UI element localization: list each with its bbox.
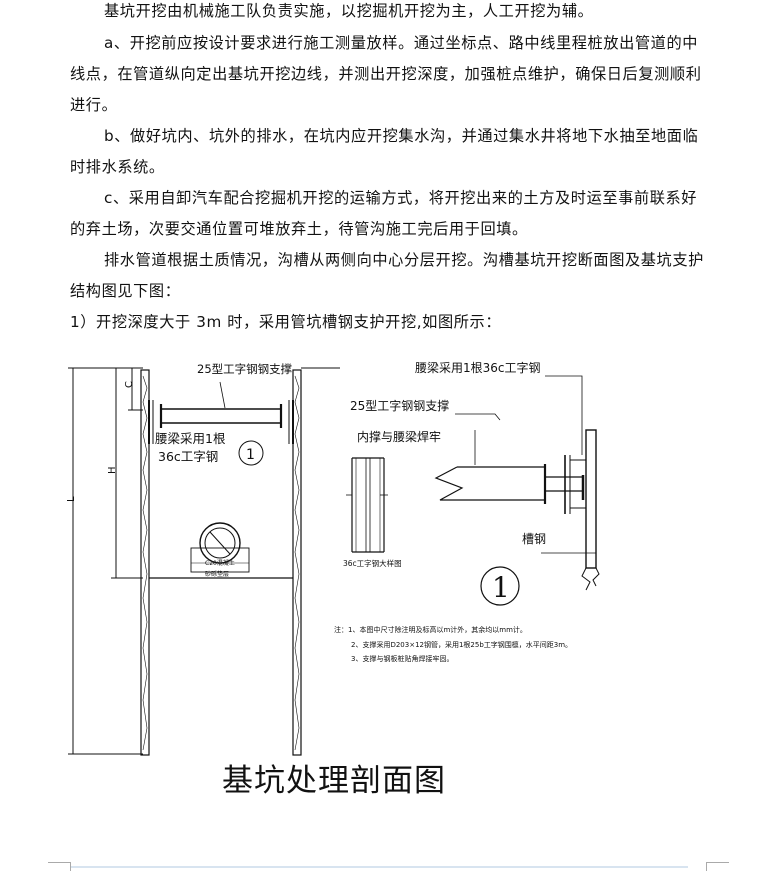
dim-c-label: C [124, 381, 135, 388]
paragraph-a: a、开挖前应按设计要求进行施工测量放样。通过坐标点、路中线里程桩放出管道的中线点… [70, 34, 702, 114]
pipe-bed-label-2: 砂砾垫层 [205, 570, 229, 578]
left-section-view [68, 367, 340, 756]
section-caption: 36c工字钢大样图 [343, 558, 402, 568]
strut-25-label: 25型工字钢钢支撑 [350, 398, 449, 413]
waler-36c-label: 腰梁采用1根36c工字钢 [415, 360, 541, 375]
strut-label: 25型工字钢钢支撑 [197, 362, 293, 376]
waler-label-line-2: 36c工字钢 [158, 449, 218, 464]
channel-steel-label: 槽钢 [522, 532, 546, 546]
note-3: 3、支撑与钢板桩贴角焊接牢固。 [351, 654, 453, 663]
drawing-notes: 注：1、本图中尺寸除注明及标高以m计外，其余均以mm计。 2、支撑采用D203×… [334, 625, 572, 663]
page-footer-rule [70, 866, 688, 868]
detail-view-labels: 腰梁采用1根36c工字钢 25型工字钢钢支撑 内撑与腰梁焊牢 槽钢 36c工字钢… [343, 360, 546, 604]
paragraph-depth-rule: 1）开挖深度大于 3m 时，采用管坑槽钢支护开挖,如图所示： [70, 313, 502, 331]
dim-l-label: L [66, 496, 77, 502]
paragraph-c: c、采用自卸汽车配合挖掘机开挖的运输方式，将开挖出来的土方及时运至事前联系好的弃… [70, 189, 698, 238]
detail-view [346, 375, 600, 606]
page-corner-left [48, 862, 71, 871]
paragraph-excavation: 排水管道根据土质情况，沟槽从两侧向中心分层开挖。沟槽基坑开挖断面图及基坑支护结构… [70, 251, 704, 300]
page-corner-right [706, 862, 729, 871]
excavation-section-drawing: 25型工字钢钢支撑 腰梁采用1根 36c工字钢 1 C H L C20混凝土 砂… [66, 360, 600, 756]
waler-label-line-1: 腰梁采用1根 [155, 431, 226, 446]
detail-mark-left: 1 [246, 447, 255, 463]
weld-label: 内撑与腰梁焊牢 [357, 429, 441, 444]
left-view-labels: 25型工字钢钢支撑 腰梁采用1根 36c工字钢 1 C H L C20混凝土 砂… [66, 362, 293, 578]
paragraph-intro: 基坑开挖由机械施工队负责实施，以挖掘机开挖为主，人工开挖为辅。 [104, 2, 594, 20]
detail-mark-right: 1 [492, 571, 510, 604]
note-1: 注：1、本图中尺寸除注明及标高以m计外，其余均以mm计。 [334, 625, 527, 634]
note-2: 2、支撑采用D203×12钢管，采用1根25b工字钢围檩，水平间距3m。 [351, 640, 572, 649]
figure-caption: 基坑处理剖面图 [222, 763, 446, 799]
dim-h-label: H [107, 466, 118, 474]
paragraph-b: b、做好坑内、坑外的排水，在坑内应开挖集水沟，并通过集水井将地下水抽至地面临时排… [70, 127, 699, 176]
pipe-bed-label-1: C20混凝土 [205, 559, 235, 567]
